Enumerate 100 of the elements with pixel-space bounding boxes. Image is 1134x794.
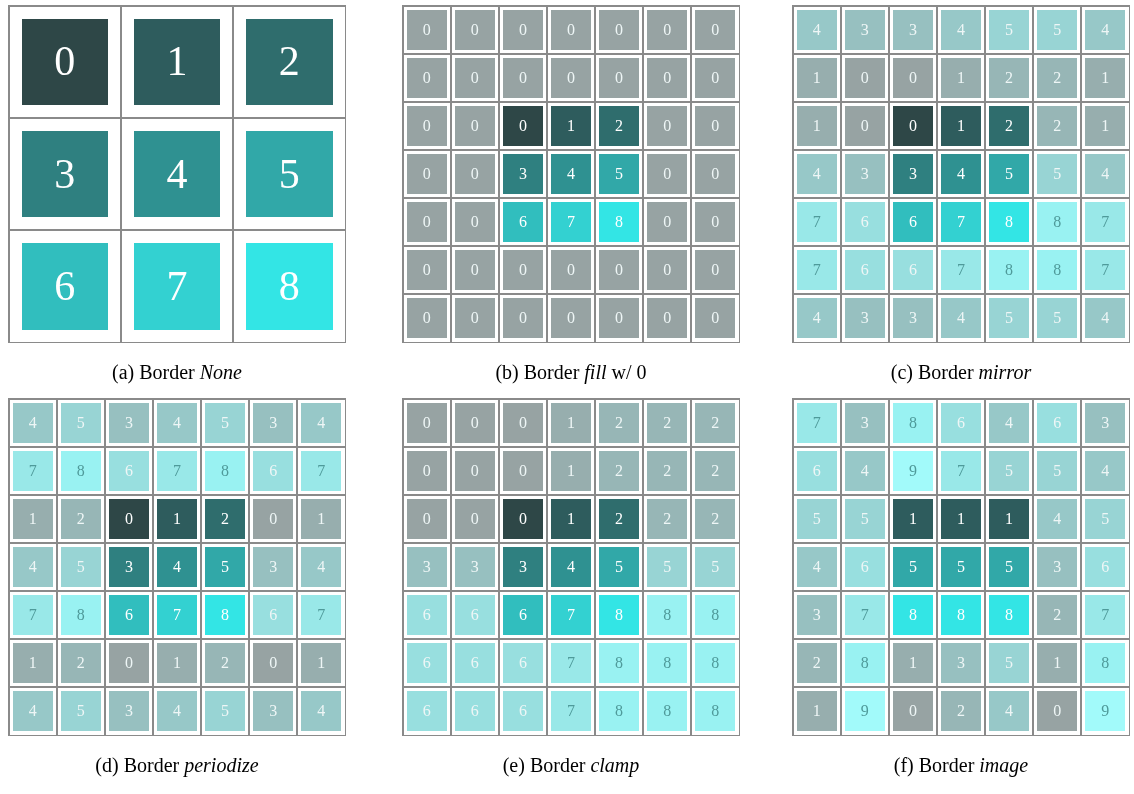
number-tile: 3 [503,547,543,587]
number-tile: 7 [797,403,837,443]
number-tile: 4 [13,403,53,443]
number-tile: 7 [157,451,197,491]
number-tile: 4 [1085,10,1126,50]
number-tile: 4 [1085,451,1126,491]
number-tile: 6 [503,643,543,683]
number-tile: 3 [941,643,981,683]
number-tile: 4 [301,547,342,587]
number-tile: 1 [133,18,221,106]
number-tile: 7 [301,595,342,635]
number-tile: 4 [1037,499,1077,539]
number-tile: 2 [205,499,245,539]
number-tile: 6 [109,595,149,635]
number-tile: 4 [797,298,837,339]
number-tile: 5 [989,643,1029,683]
number-tile: 0 [455,106,495,146]
number-tile: 4 [157,547,197,587]
number-tile: 2 [61,499,101,539]
number-tile: 6 [893,202,933,242]
number-tile: 0 [407,10,447,50]
number-tile: 0 [503,10,543,50]
number-tile: 4 [941,154,981,194]
panel-label: (e) Border clamp [502,753,640,779]
number-tile: 3 [109,547,149,587]
number-tile: 4 [301,403,342,443]
number-tile: 6 [407,595,447,635]
number-tile: 0 [503,451,543,491]
number-tile: 4 [1085,154,1126,194]
number-tile: 8 [695,595,736,635]
number-tile: 1 [797,106,837,146]
number-tile: 8 [893,595,933,635]
number-tile: 6 [407,643,447,683]
number-tile: 3 [21,130,109,218]
number-tile: 7 [551,691,591,732]
number-tile: 2 [599,106,639,146]
number-tile: 5 [647,547,687,587]
number-tile: 0 [893,58,933,98]
number-tile: 0 [109,499,149,539]
number-tile: 8 [61,451,101,491]
number-tile: 0 [407,451,447,491]
number-tile: 6 [455,595,495,635]
number-tile: 0 [503,298,543,339]
number-tile: 2 [647,403,687,443]
number-tile: 2 [599,451,639,491]
number-tile: 4 [13,547,53,587]
number-tile: 1 [1085,106,1126,146]
number-tile: 3 [893,298,933,339]
number-tile: 3 [845,154,885,194]
number-tile: 8 [695,691,736,732]
number-tile: 8 [599,202,639,242]
number-tile: 1 [989,499,1029,539]
number-tile: 1 [941,58,981,98]
number-tile: 8 [893,403,933,443]
number-tile: 3 [845,10,885,50]
number-tile: 6 [455,691,495,732]
number-tile: 0 [407,250,447,290]
number-tile: 7 [13,595,53,635]
number-tile: 6 [797,451,837,491]
number-tile: 3 [845,298,885,339]
number-tile: 1 [301,499,342,539]
number-tile: 1 [551,451,591,491]
number-tile: 5 [205,691,245,732]
number-tile: 0 [407,499,447,539]
number-tile: 4 [797,547,837,587]
number-tile: 4 [941,298,981,339]
number-tile: 6 [1037,403,1077,443]
number-tile: 4 [13,691,53,732]
number-tile: 7 [157,595,197,635]
number-tile: 5 [989,10,1029,50]
number-tile: 2 [941,691,981,732]
number-tile: 5 [893,547,933,587]
number-tile: 4 [133,130,221,218]
number-tile: 7 [133,242,221,330]
number-tile: 8 [989,202,1029,242]
number-tile: 2 [1037,58,1077,98]
number-tile: 3 [1037,547,1077,587]
number-tile: 7 [941,250,981,290]
number-tile: 1 [797,58,837,98]
number-tile: 6 [407,691,447,732]
panel-label: (d) Border periodize [95,753,259,779]
number-tile: 0 [599,58,639,98]
number-tile: 5 [845,499,885,539]
number-tile: 5 [695,547,736,587]
number-tile: 0 [407,154,447,194]
number-tile: 0 [503,403,543,443]
number-tile: 2 [1037,595,1077,635]
number-tile: 0 [695,250,736,290]
number-tile: 1 [941,106,981,146]
number-tile: 1 [1037,643,1077,683]
number-tile: 1 [797,691,837,732]
number-tile: 4 [797,10,837,50]
number-tile: 5 [205,547,245,587]
number-tile: 0 [455,58,495,98]
number-tile: 1 [893,499,933,539]
number-tile: 9 [1085,691,1126,732]
number-tile: 0 [599,250,639,290]
number-tile: 0 [503,499,543,539]
number-tile: 3 [253,691,293,732]
number-tile: 3 [253,403,293,443]
